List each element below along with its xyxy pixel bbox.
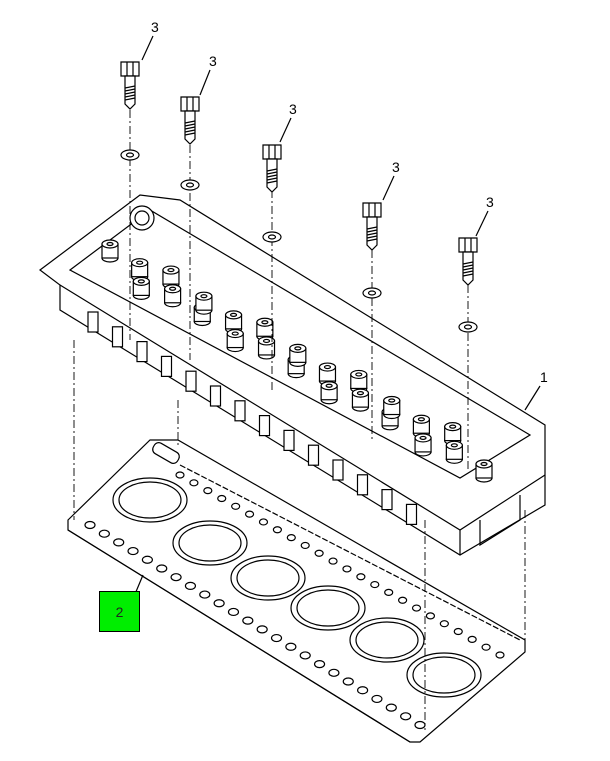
callout-bolt-1[interactable]: 3 xyxy=(151,19,159,35)
callout-bolt-4[interactable]: 3 xyxy=(392,159,400,175)
cylinder-head xyxy=(39,194,546,556)
callout-head-gasket-highlight[interactable]: 2 xyxy=(99,591,140,632)
washer-5 xyxy=(458,321,478,333)
washer-3 xyxy=(262,231,282,243)
bolts xyxy=(120,61,478,333)
callout-cylinder-head[interactable]: 1 xyxy=(540,369,548,385)
washer-2 xyxy=(180,179,200,191)
callout-bolt-5[interactable]: 3 xyxy=(486,194,494,210)
washer-1 xyxy=(120,149,140,161)
bolt-3 xyxy=(262,144,282,193)
bolt-2 xyxy=(180,96,200,145)
callout-bolt-2[interactable]: 3 xyxy=(209,53,217,69)
bolt-1 xyxy=(120,61,140,110)
bolt-5 xyxy=(458,237,478,286)
washer-4 xyxy=(362,287,382,299)
callout-bolt-3[interactable]: 3 xyxy=(289,101,297,117)
callout-head-gasket: 2 xyxy=(115,603,124,620)
bolt-4 xyxy=(362,202,382,251)
head-gasket xyxy=(67,439,526,743)
